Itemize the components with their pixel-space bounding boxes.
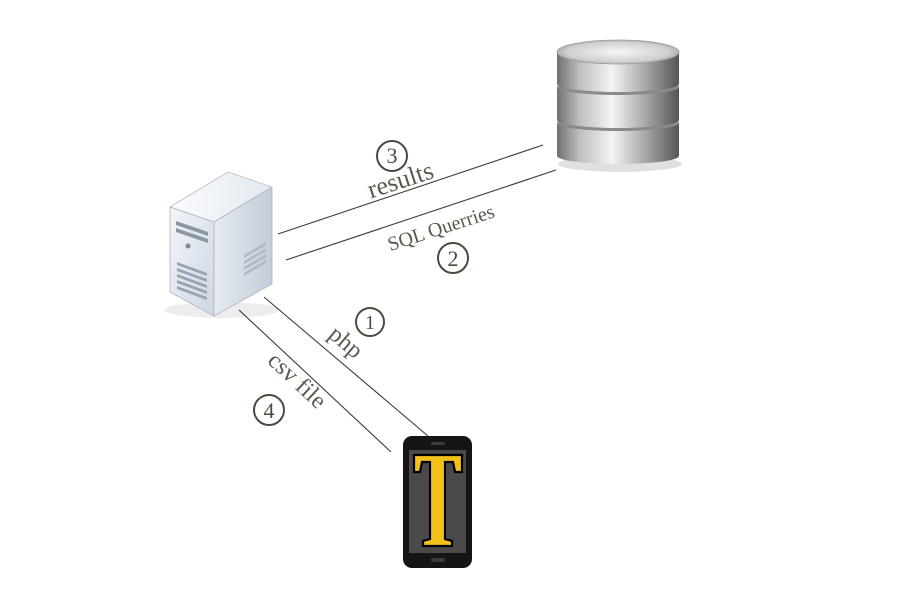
database-cylinder-icon [556, 39, 682, 172]
csv-line [238, 309, 392, 453]
results-line [277, 144, 544, 235]
sql-edge-label: SQL Querries 2 [385, 201, 497, 274]
server-tower-icon [164, 171, 280, 318]
step-1-number: 1 [365, 312, 375, 334]
sql-line [285, 169, 557, 261]
results-label: results [364, 156, 438, 205]
php-label: php [323, 321, 367, 364]
app-logo [412, 453, 464, 548]
step-3-badge: 3 [376, 140, 408, 172]
step-4-badge: 4 [253, 394, 285, 426]
step-4-number: 4 [264, 398, 275, 423]
smartphone-icon [403, 436, 472, 568]
step-2-number: 2 [448, 246, 459, 271]
step-2-badge: 2 [437, 242, 469, 274]
csv-edge-label: csv file 4 [253, 348, 331, 426]
php-line [263, 296, 429, 437]
step-3-number: 3 [387, 143, 398, 168]
php-edge-label: 1 php [323, 307, 385, 364]
step-1-badge: 1 [355, 307, 385, 337]
results-edge-label: 3 results [364, 140, 438, 205]
